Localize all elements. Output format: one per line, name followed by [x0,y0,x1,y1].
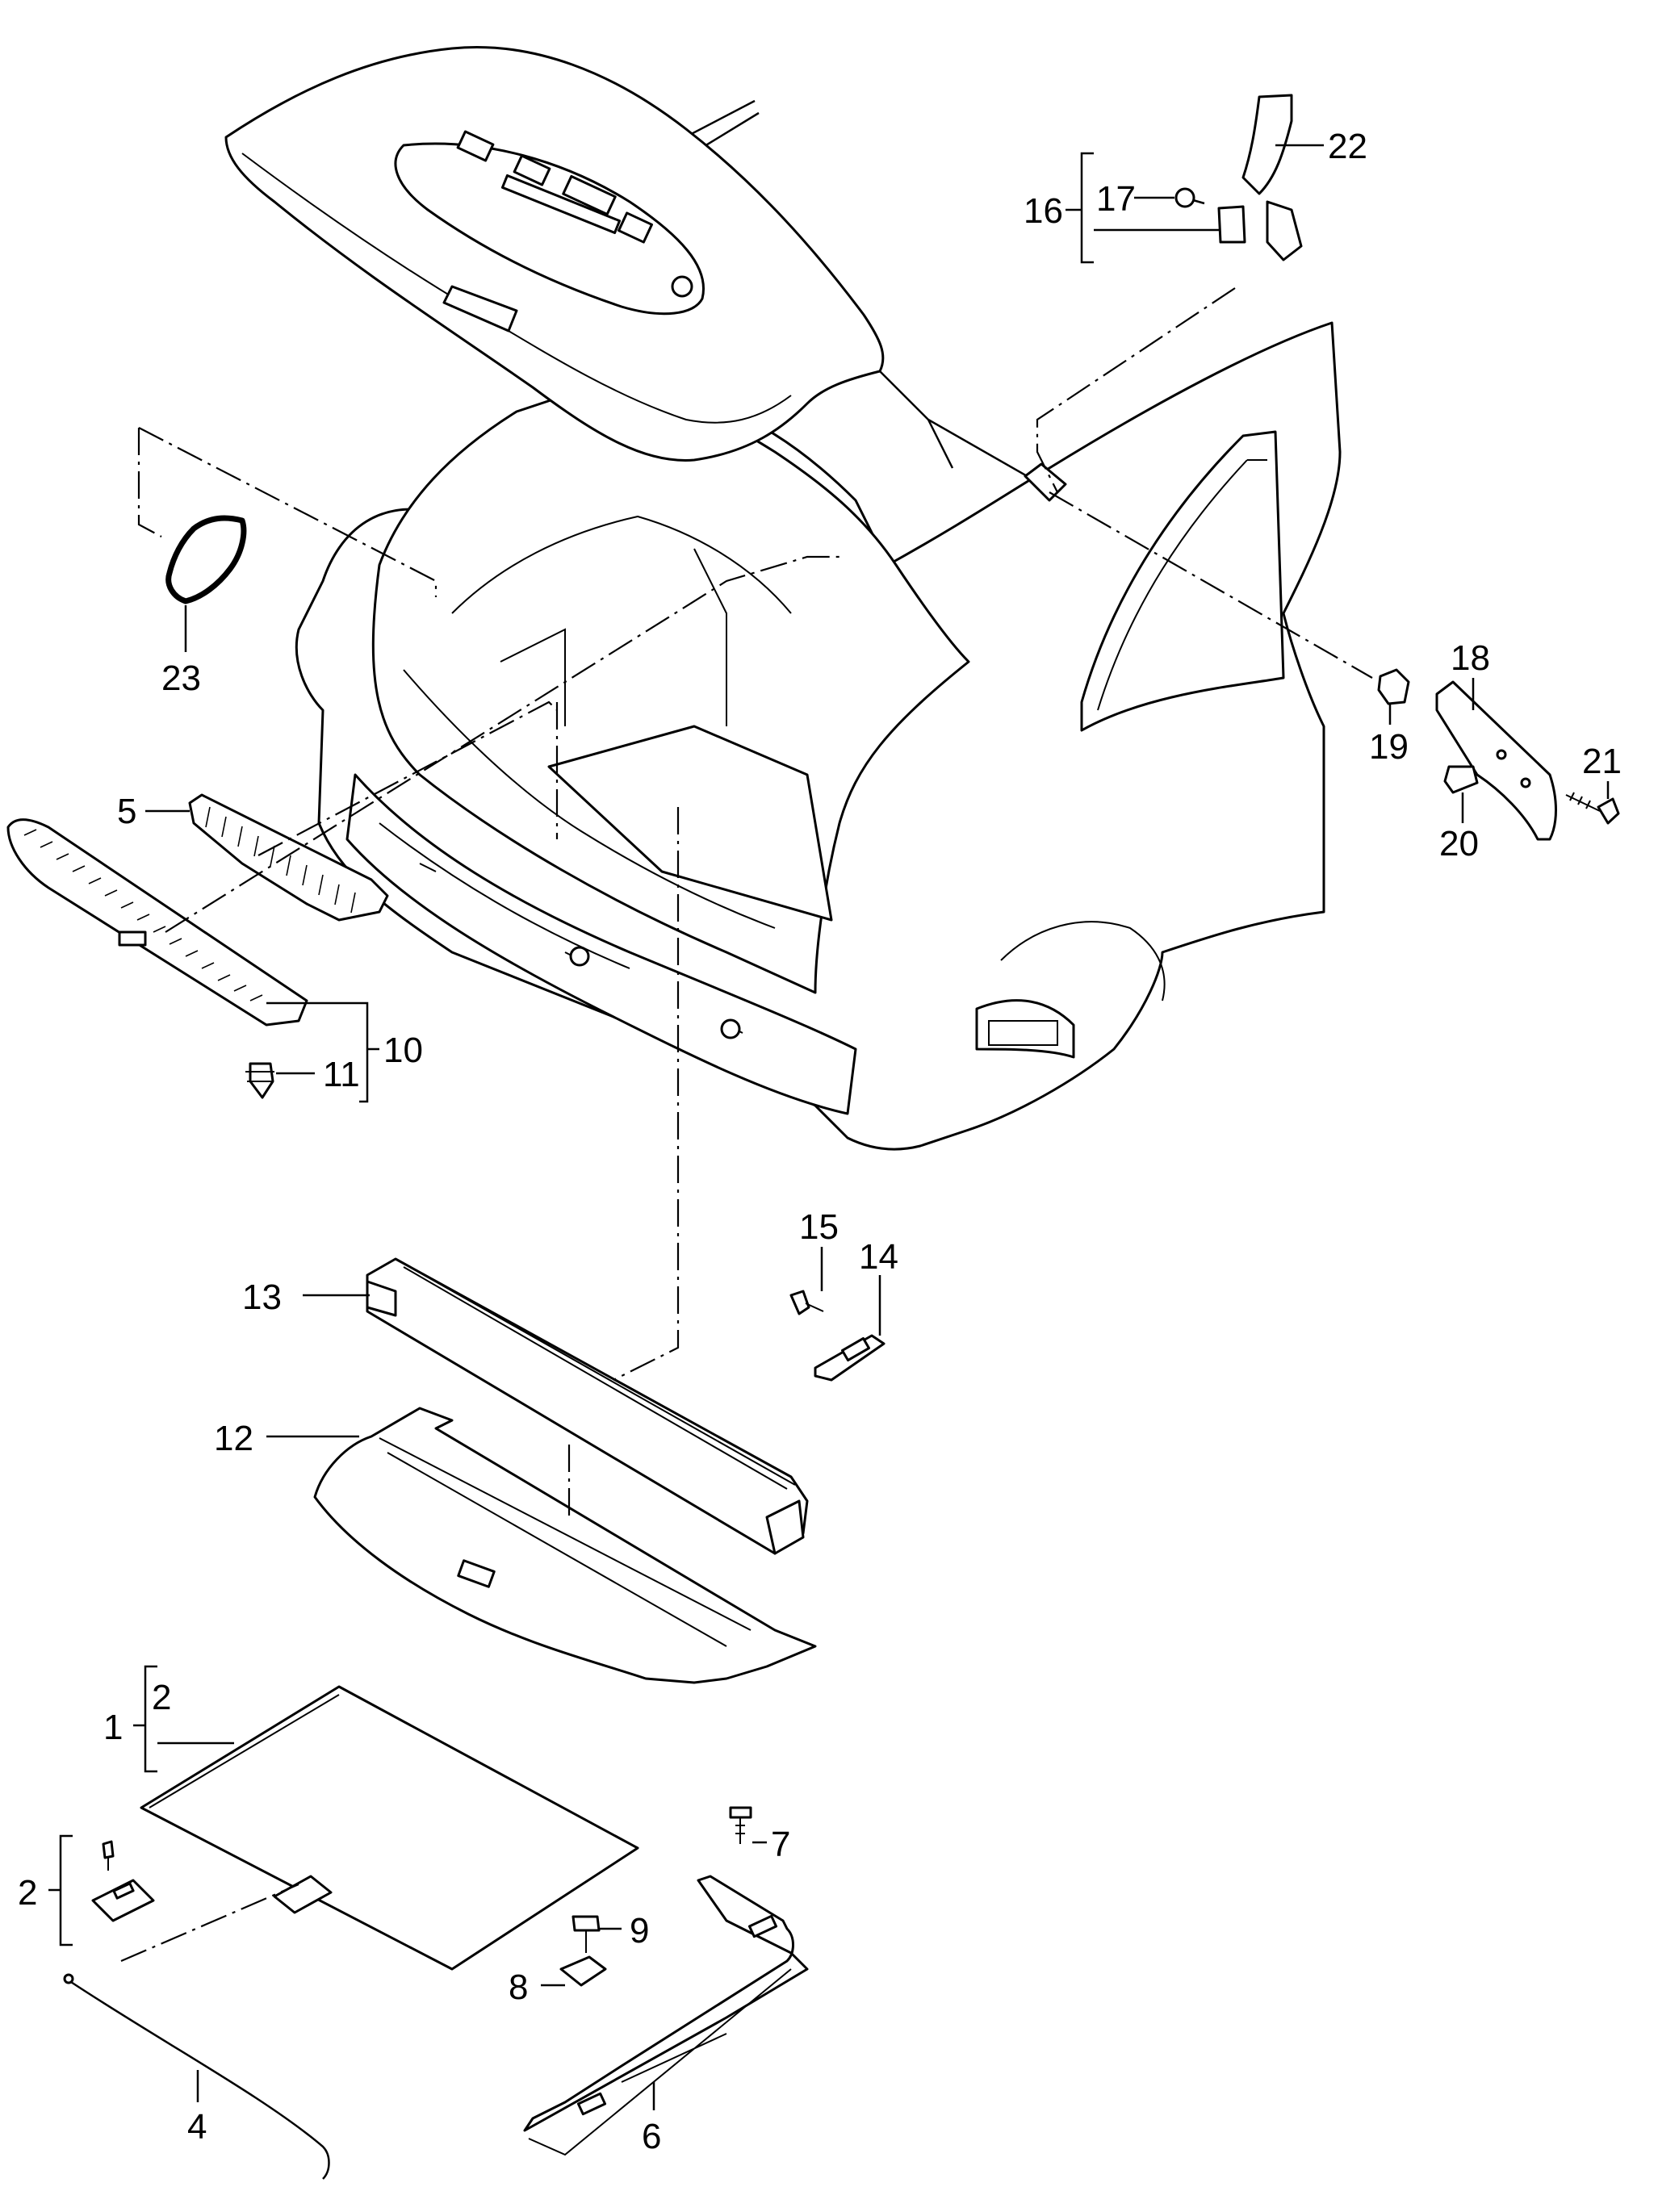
part-20-nut [1443,765,1479,794]
callout-20: 20 [1439,824,1479,863]
part-22-trim-piece [1241,94,1293,195]
callout-6: 6 [642,2117,661,2156]
callout-17: 17 [1096,179,1136,219]
callout-22: 22 [1328,127,1367,166]
callout-16: 16 [1024,191,1063,231]
callout-2-kit: 2 [18,1873,37,1913]
tailgate [224,45,1067,502]
callout-2-sub: 2 [152,1678,171,1717]
part-2-handle-kit [91,1840,155,1922]
callout-9: 9 [630,1911,649,1951]
part-17-screw [1174,187,1205,208]
part-18-bracket [1435,680,1557,841]
callout-4: 4 [187,2107,207,2147]
part-6-sill-rail [523,1875,809,2156]
callout-18: 18 [1451,638,1490,678]
vehicle-rear-body [295,99,1342,1151]
part-11-clip [245,1062,274,1099]
part-12-cargo-cover [313,1407,817,1684]
callout-11: 11 [323,1055,360,1094]
callout-10: 10 [383,1031,423,1070]
assembly-lines [120,287,1373,1963]
callout-19: 19 [1369,727,1409,767]
callout-7: 7 [771,1825,790,1864]
part-16-bracket [1217,200,1303,261]
part-9-screw [572,1915,601,1953]
callout-13: 13 [242,1277,282,1317]
part-23-seal-gasket [165,515,247,604]
callout-1: 1 [103,1708,123,1747]
part-7-screw [729,1806,752,1844]
part-1-floor-panel [140,1685,639,1971]
part-8-clip-plate [559,1955,607,1987]
callout-labels: 22 16 17 23 5 10 11 18 19 20 21 13 12 15… [18,127,1622,2156]
part-4-support-rod [63,1973,330,2180]
callout-21: 21 [1582,742,1622,781]
callout-14: 14 [859,1237,898,1277]
part-21-screw [1565,792,1620,825]
part-15-screw [789,1290,824,1315]
callout-15: 15 [799,1207,839,1247]
leader-lines [48,144,1610,2110]
callout-5: 5 [117,792,136,831]
part-10-sill-trim [6,818,308,1027]
part-14-bracket [814,1334,886,1382]
callout-8: 8 [509,1967,528,2007]
part-19-clip [1377,668,1410,705]
part-13-cargo-cover-cassette [366,1257,809,1555]
part-5-latch-bracket [188,793,389,922]
callout-12: 12 [214,1419,253,1458]
callout-23: 23 [161,659,201,698]
